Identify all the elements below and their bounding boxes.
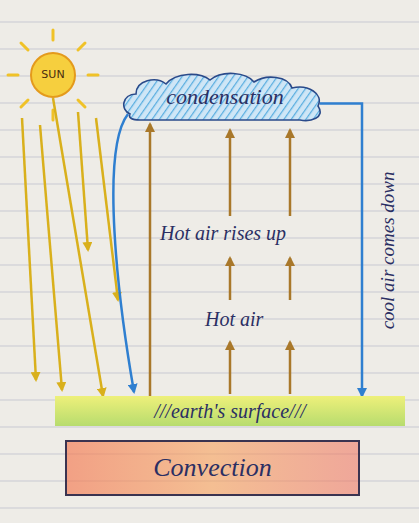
drawing-part [289,130,292,216]
drawing-part [0,211,419,212]
sunlight-arrow [53,98,103,396]
drawing-part [40,125,62,390]
drawing-part [0,346,419,347]
drawing-part [78,43,85,50]
node-text: ///earth's surface/// [154,400,306,422]
drawing-part [0,49,419,50]
cloud-path [124,73,320,120]
drawing-part [0,22,419,23]
surface-band: ///earth's surface/// [55,396,405,426]
rising-air-arrow [149,124,152,396]
drawing-part [229,258,232,300]
drawing-part [113,114,134,392]
drawing-part [0,265,419,266]
drawing-part [0,427,419,428]
drawing-part [78,100,85,107]
drawing-part [21,100,28,107]
node-text: SUN [41,69,64,81]
drawing-part [0,373,419,374]
note-label: Hot air rises up [160,222,286,244]
vertical-note: cool air comes down [378,171,399,329]
drawing-part [22,118,36,380]
note-label: Hot air [205,308,263,330]
drawing-part [289,258,292,300]
drawing-part [8,30,98,120]
drawing-part [78,112,88,250]
sinking-air-arrow [320,103,362,396]
drawing-part [22,112,118,390]
drawing-part [0,184,419,185]
drawing-part [0,22,419,508]
drawing-part [229,130,232,216]
drawing-part [88,74,98,77]
node-text: Convection [153,454,271,483]
sun-circle: SUN [30,52,76,98]
drawing-part [0,292,419,293]
drawing-part [0,508,419,509]
drawing-part [21,43,28,50]
cloud-shape: condensation [120,70,330,124]
drawing-part [230,130,290,394]
drawing-part [52,30,55,40]
drawing-part [229,342,232,394]
node-text: condensation [166,85,283,109]
drawing-part [8,74,18,77]
drawing-part [0,130,419,131]
process-box: Convection [65,440,360,496]
drawing-part [289,342,292,394]
